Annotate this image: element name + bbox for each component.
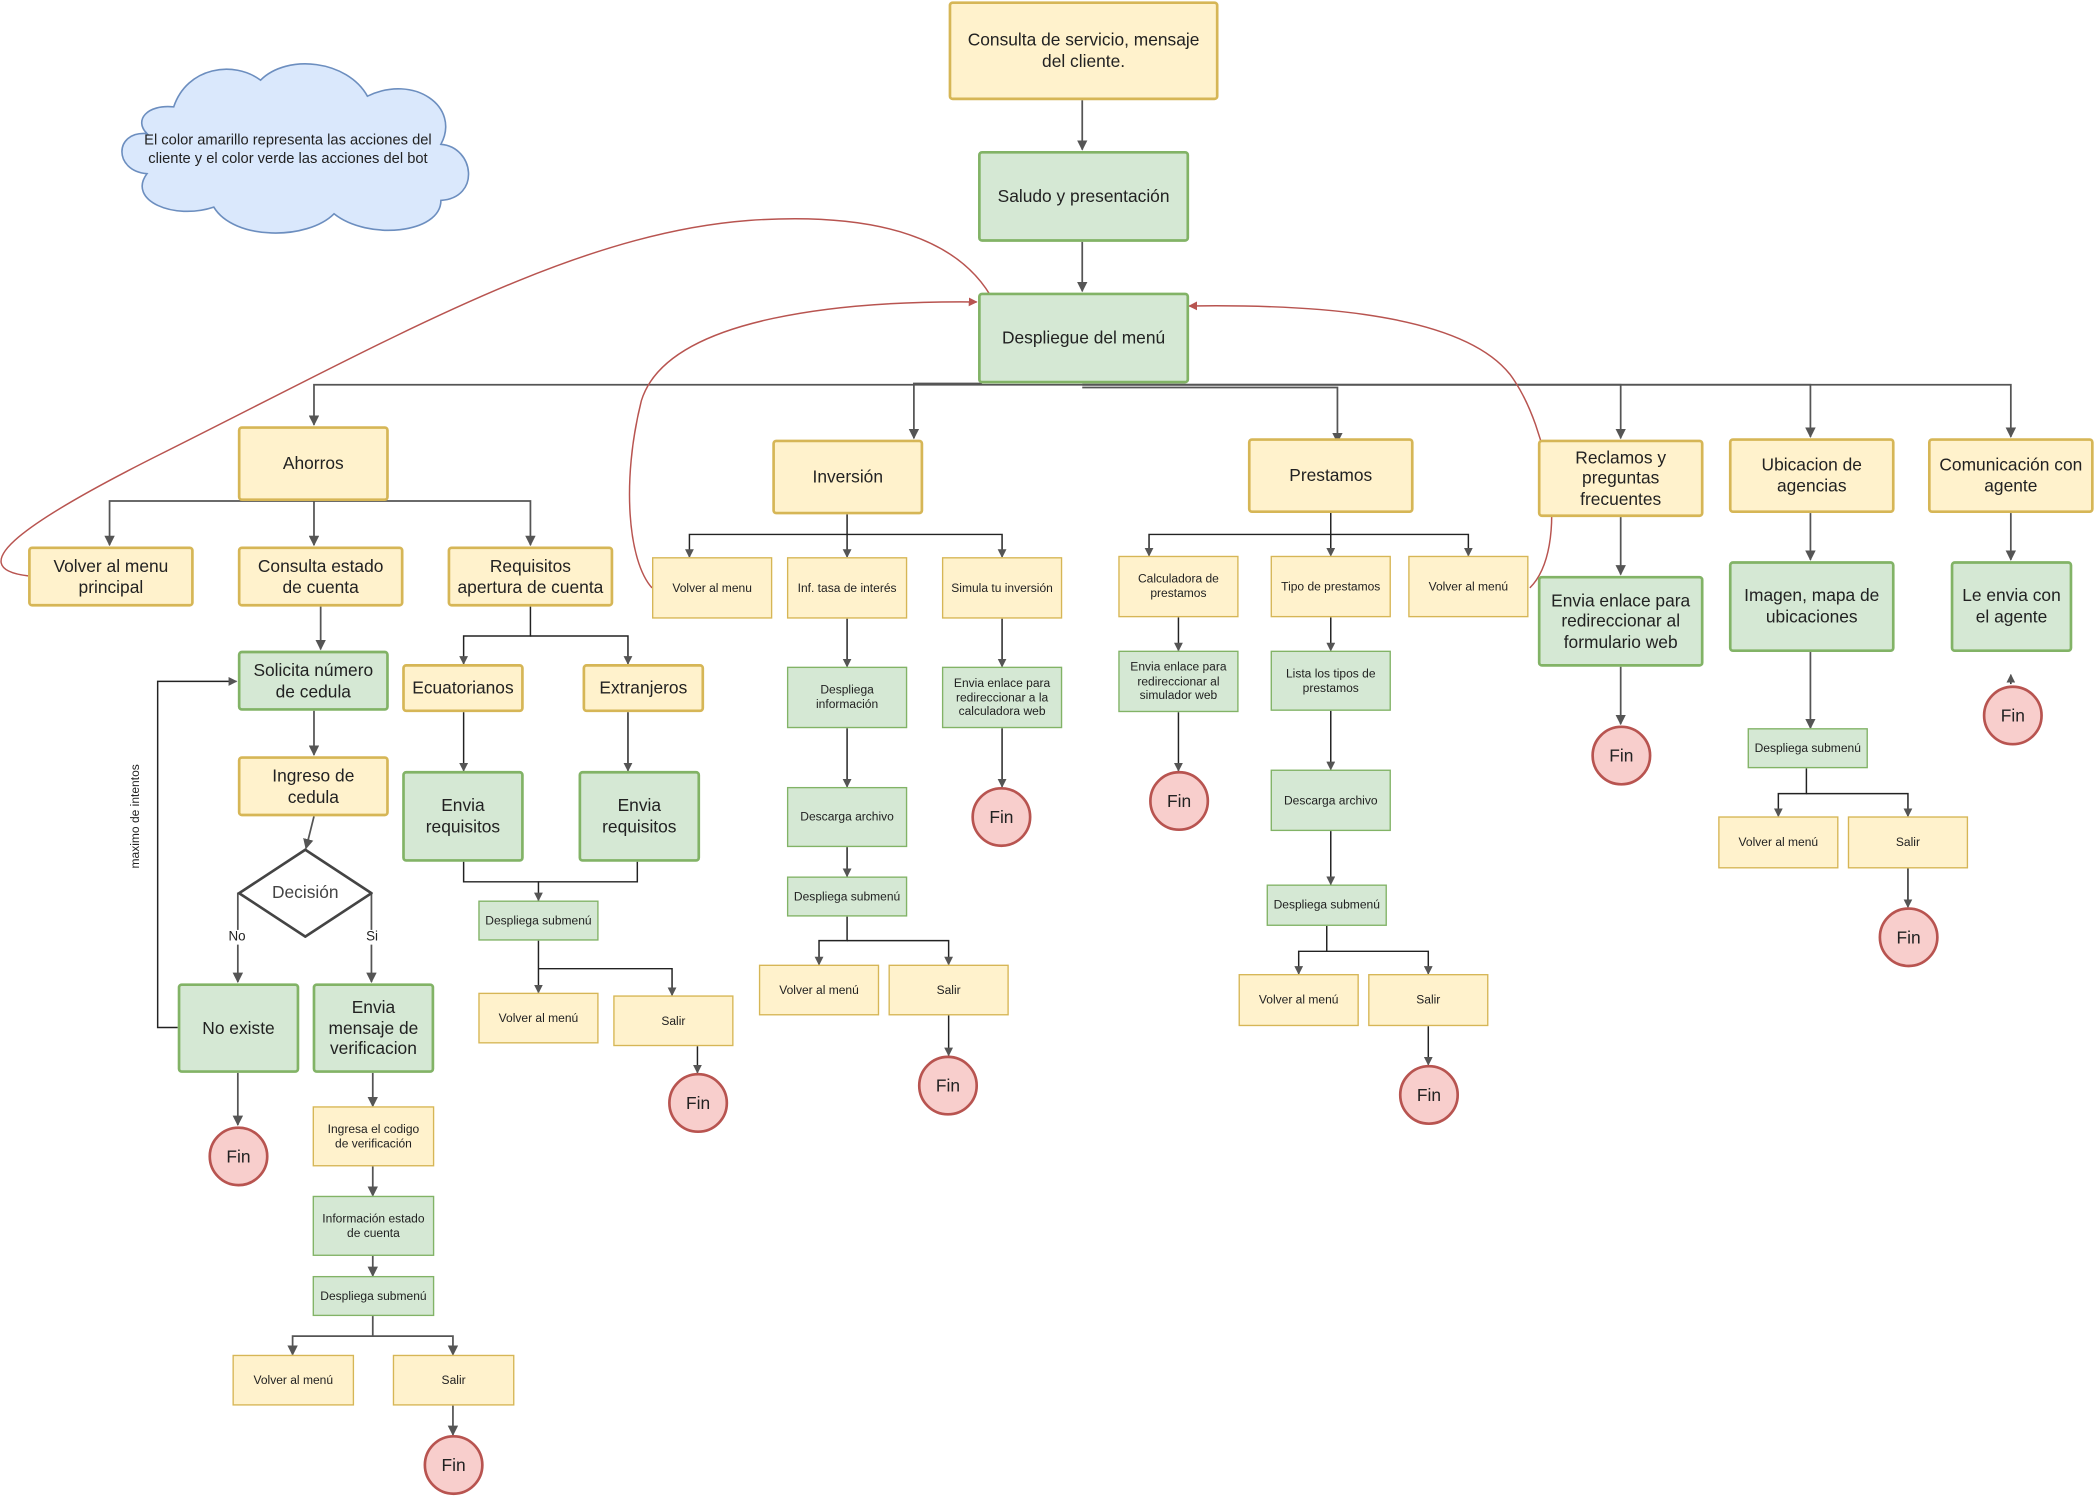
node-envia-requisitos-ext: Envia requisitos bbox=[578, 770, 701, 862]
node-envia-verificacion: Envia mensaje de verificacion bbox=[312, 983, 435, 1073]
node-consulta-estado: Consulta estado de cuenta bbox=[237, 546, 404, 607]
fin-terminator: Fin bbox=[971, 786, 1032, 848]
node-salir-req: Salir bbox=[613, 995, 734, 1047]
node-volver-principal: Volver al menu principal bbox=[28, 546, 194, 607]
node-ubicacion: Ubicacion de agencias bbox=[1728, 438, 1895, 514]
fin-terminator: Fin bbox=[208, 1126, 269, 1187]
node-envia-requisitos-ecu: Envia requisitos bbox=[402, 770, 524, 862]
node-despliega-informacion: Despliega información bbox=[786, 666, 908, 729]
node-despliega-submenu-ubic: Despliega submenú bbox=[1747, 728, 1868, 769]
fin-terminator: Fin bbox=[1982, 685, 2043, 746]
node-volver-menu-inv: Volver al menú bbox=[758, 964, 880, 1016]
node-descarga-prestamos: Descarga archivo bbox=[1270, 769, 1391, 832]
node-enlace-formulario: Envia enlace para redireccionar al formu… bbox=[1537, 575, 1704, 667]
node-simula-inversion: Simula tu inversión bbox=[941, 557, 1063, 619]
decision-diamond bbox=[237, 848, 373, 938]
node-requisitos-apertura: Requisitos apertura de cuenta bbox=[447, 546, 614, 607]
node-volver-menu-ubic: Volver al menú bbox=[1718, 816, 1839, 869]
node-prestamos: Prestamos bbox=[1247, 438, 1414, 514]
fin-terminator: Fin bbox=[1149, 770, 1210, 832]
node-lista-tipos: Lista los tipos de prestamos bbox=[1270, 650, 1391, 711]
node-ahorros: Ahorros bbox=[237, 426, 389, 502]
fin-terminator: Fin bbox=[1878, 907, 1939, 968]
node-imagen-mapa: Imagen, mapa de ubicaciones bbox=[1728, 561, 1895, 653]
node-ingreso-cedula: Ingreso de cedula bbox=[237, 756, 389, 817]
node-despliega-submenu-prest: Despliega submenú bbox=[1266, 884, 1387, 926]
node-volver-menu-prest: Volver al menú bbox=[1238, 974, 1359, 1027]
node-volver-menu-req: Volver al menú bbox=[478, 992, 599, 1044]
fin-terminator: Fin bbox=[668, 1072, 729, 1134]
node-tipo-prestamos: Tipo de prestamos bbox=[1270, 555, 1391, 618]
node-despliegue-menu: Despliegue del menú bbox=[978, 292, 1190, 384]
node-volver-inversion: Volver al menu bbox=[652, 557, 773, 619]
node-saludo: Saludo y presentación bbox=[978, 150, 1190, 242]
node-envia-agente: Le envia con el agente bbox=[1950, 561, 2073, 653]
fin-terminator: Fin bbox=[917, 1055, 979, 1116]
node-calculadora-prestamos: Calculadora de prestamos bbox=[1118, 555, 1239, 618]
node-no-existe: No existe bbox=[177, 983, 300, 1073]
node-salir-ahorro: Salir bbox=[392, 1354, 515, 1406]
fin-terminator: Fin bbox=[423, 1434, 484, 1496]
node-salir-inv: Salir bbox=[888, 964, 1009, 1016]
node-despliega-submenu-ahorro: Despliega submenú bbox=[312, 1275, 435, 1317]
node-salir-ubic: Salir bbox=[1847, 816, 1969, 869]
node-descarga-inversion: Descarga archivo bbox=[786, 786, 908, 848]
node-tasa-interes: Inf. tasa de interés bbox=[786, 557, 908, 619]
cloud-shape bbox=[121, 63, 470, 234]
decision-label: Decisión bbox=[271, 881, 339, 902]
node-comunicacion: Comunicación con agente bbox=[1927, 438, 2094, 514]
node-enlace-calculadora: Envia enlace para redireccionar a la cal… bbox=[941, 666, 1063, 729]
node-salir-prest: Salir bbox=[1368, 974, 1489, 1027]
node-extranjeros: Extranjeros bbox=[582, 664, 705, 713]
start-node-consulta: Consulta de servicio, mensaje del client… bbox=[948, 1, 1219, 101]
node-ecuatorianos: Ecuatorianos bbox=[402, 664, 524, 713]
fin-terminator: Fin bbox=[1398, 1064, 1460, 1125]
node-inversion: Inversión bbox=[772, 439, 924, 515]
cloud-note: El color amarillo representa las accione… bbox=[144, 132, 432, 167]
node-volver-prestamos: Volver al menú bbox=[1408, 555, 1529, 618]
edge-label-no: No bbox=[228, 929, 246, 945]
node-despliega-submenu-inv: Despliega submenú bbox=[786, 876, 908, 917]
edge-label-si: Si bbox=[366, 929, 378, 945]
node-enlace-simulador: Envia enlace para redireccionar al simul… bbox=[1118, 650, 1239, 713]
fin-terminator: Fin bbox=[1591, 725, 1652, 786]
node-reclamos: Reclamos y preguntas frecuentes bbox=[1537, 439, 1704, 518]
edge-label-intentos: maximo de intentos bbox=[128, 764, 142, 869]
node-despliega-submenu-req: Despliega submenú bbox=[478, 900, 599, 941]
node-ingresa-codigo: Ingresa el codigo de verificación bbox=[312, 1106, 435, 1167]
node-info-estado: Información estado de cuenta bbox=[312, 1195, 435, 1256]
node-solicita-cedula: Solicita número de cedula bbox=[237, 650, 389, 711]
node-volver-menu-ahorro: Volver al menú bbox=[232, 1354, 355, 1406]
